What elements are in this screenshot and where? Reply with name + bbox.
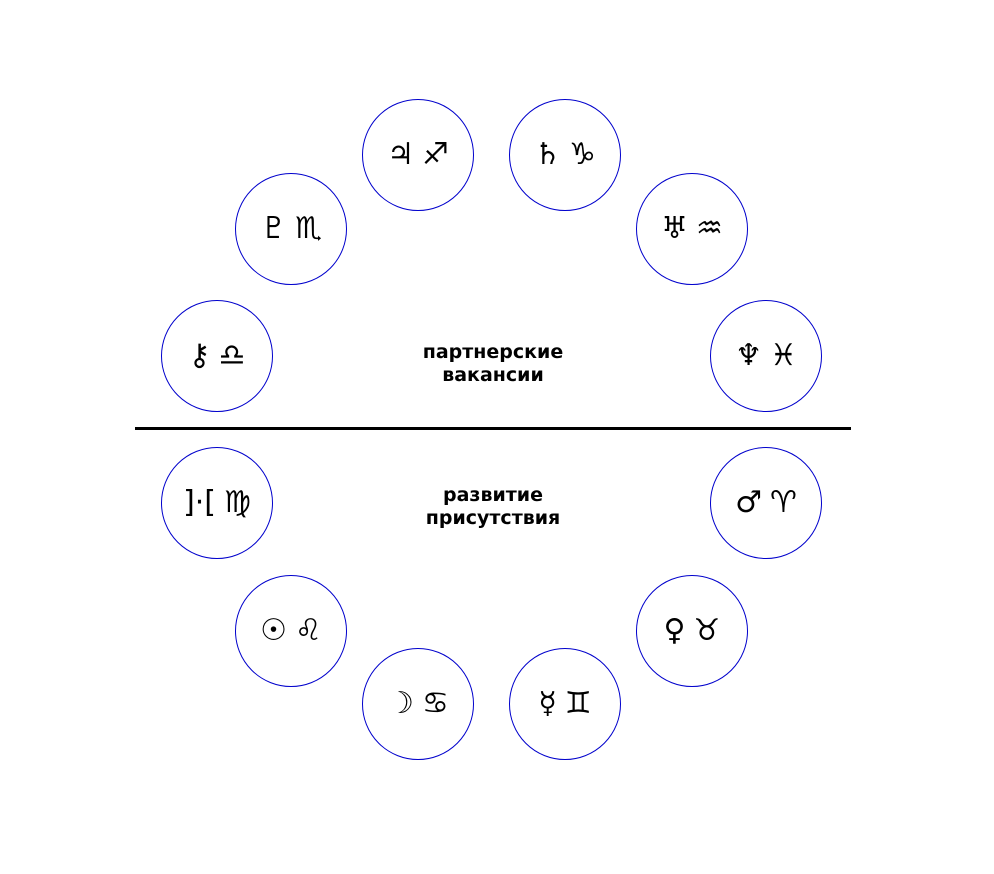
node-venus-taurus: ♀ ♉ <box>636 575 748 687</box>
node-jupiter-sagittarius: ♃ ♐ <box>362 99 474 211</box>
node-neptune-pisces: ♆ ♓ <box>710 300 822 412</box>
neptune-icon: ♆ <box>735 338 762 373</box>
mercury-icon: ☿ <box>538 686 557 721</box>
lower-half-label: развитие присутствия <box>425 484 561 529</box>
node-pluto-scorpio: ♇ ♏ <box>235 173 347 285</box>
virgo-icon: ♍ <box>224 485 251 520</box>
aries-icon: ♈ <box>770 485 797 520</box>
cancer-icon: ♋ <box>422 686 449 721</box>
node-mars-aries: ♂ ♈ <box>710 447 822 559</box>
node-mercury-gemini: ☿ ♊ <box>509 648 621 760</box>
upper-half-label: партнерские вакансии <box>422 341 564 386</box>
aquarius-icon: ♒ <box>696 211 723 246</box>
capricorn-icon: ♑ <box>569 137 596 172</box>
chiron-icon: ⚷ <box>188 338 211 373</box>
node-sun-leo: ☉ ♌ <box>235 575 347 687</box>
saturn-icon: ♄ <box>534 137 561 172</box>
proserpina-icon: ]·[ <box>183 485 217 520</box>
uranus-icon: ♅ <box>661 211 688 246</box>
node-uranus-aquarius: ♅ ♒ <box>636 173 748 285</box>
node-moon-cancer: ☽ ♋ <box>362 648 474 760</box>
gemini-icon: ♊ <box>564 686 592 721</box>
mars-icon: ♂ <box>735 485 762 520</box>
node-proserpina-virgo: ]·[ ♍ <box>161 447 273 559</box>
libra-icon: ♎ <box>218 338 246 373</box>
sun-icon: ☉ <box>260 613 287 648</box>
scorpio-icon: ♏ <box>295 211 322 246</box>
horizon-divider <box>135 427 851 430</box>
venus-icon: ♀ <box>663 613 686 648</box>
leo-icon: ♌ <box>295 613 322 648</box>
node-chiron-libra: ⚷ ♎ <box>161 300 273 412</box>
moon-icon: ☽ <box>387 686 414 721</box>
sagittarius-icon: ♐ <box>422 137 449 172</box>
pisces-icon: ♓ <box>770 338 797 373</box>
taurus-icon: ♉ <box>693 613 721 648</box>
jupiter-icon: ♃ <box>387 137 414 172</box>
node-saturn-capricorn: ♄ ♑ <box>509 99 621 211</box>
pluto-icon: ♇ <box>260 211 287 246</box>
